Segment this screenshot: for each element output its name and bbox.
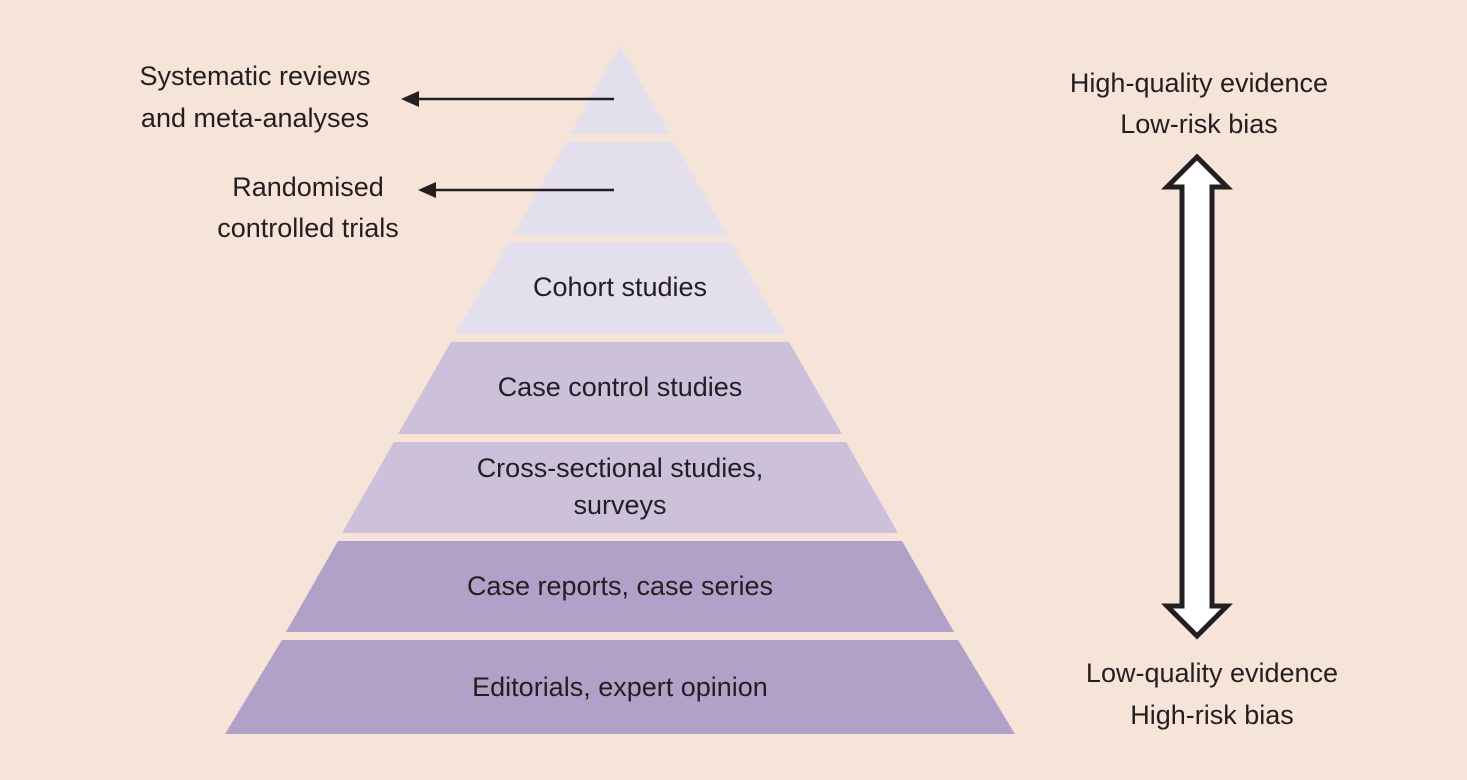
scale-top-label-line-2: Low-risk bias	[1120, 109, 1278, 139]
pyramid-tier-editorials	[225, 640, 1015, 734]
arrow-left-icon	[418, 182, 436, 198]
pyramid	[225, 45, 1015, 734]
tier-label-editorials: Editorials, expert opinion	[472, 672, 768, 702]
arrow-left-icon	[401, 91, 419, 107]
tier-label-cross-sectional-line-2: surveys	[573, 490, 666, 520]
pyramid-tier-case-control-studies	[398, 342, 842, 434]
callout-label-systematic-reviews-line-1: Systematic reviews	[139, 61, 370, 91]
callout-label-randomised-trials-line-1: Randomised	[232, 172, 384, 202]
double-headed-arrow-icon	[1160, 153, 1234, 640]
callout-label-systematic-reviews-line-2: and meta-analyses	[141, 103, 369, 133]
pyramid-tier-systematic-reviews	[570, 45, 670, 134]
pyramid-tier-cross-sectional-studies	[342, 442, 898, 533]
callout-label-randomised-trials-line-2: controlled trials	[217, 213, 399, 243]
quality-scale: High-quality evidence Low-risk bias Low-…	[1070, 68, 1338, 730]
pyramid-tier-randomised-trials	[513, 142, 727, 235]
scale-top-label-line-1: High-quality evidence	[1070, 68, 1328, 98]
scale-bottom-label-line-2: High-risk bias	[1130, 700, 1294, 730]
tier-label-cohort-studies: Cohort studies	[533, 272, 707, 302]
tier-label-case-control-studies: Case control studies	[498, 372, 743, 402]
scale-bottom-label-line-1: Low-quality evidence	[1086, 658, 1338, 688]
callouts: Systematic reviews and meta-analyses Ran…	[139, 61, 614, 243]
tier-label-cross-sectional-line-1: Cross-sectional studies,	[477, 453, 764, 483]
pyramid-tier-cohort-studies	[455, 242, 785, 334]
tier-label-case-reports: Case reports, case series	[467, 571, 773, 601]
pyramid-tier-case-reports	[286, 541, 954, 632]
pyramid-labels: Cohort studies Case control studies Cros…	[467, 272, 773, 702]
